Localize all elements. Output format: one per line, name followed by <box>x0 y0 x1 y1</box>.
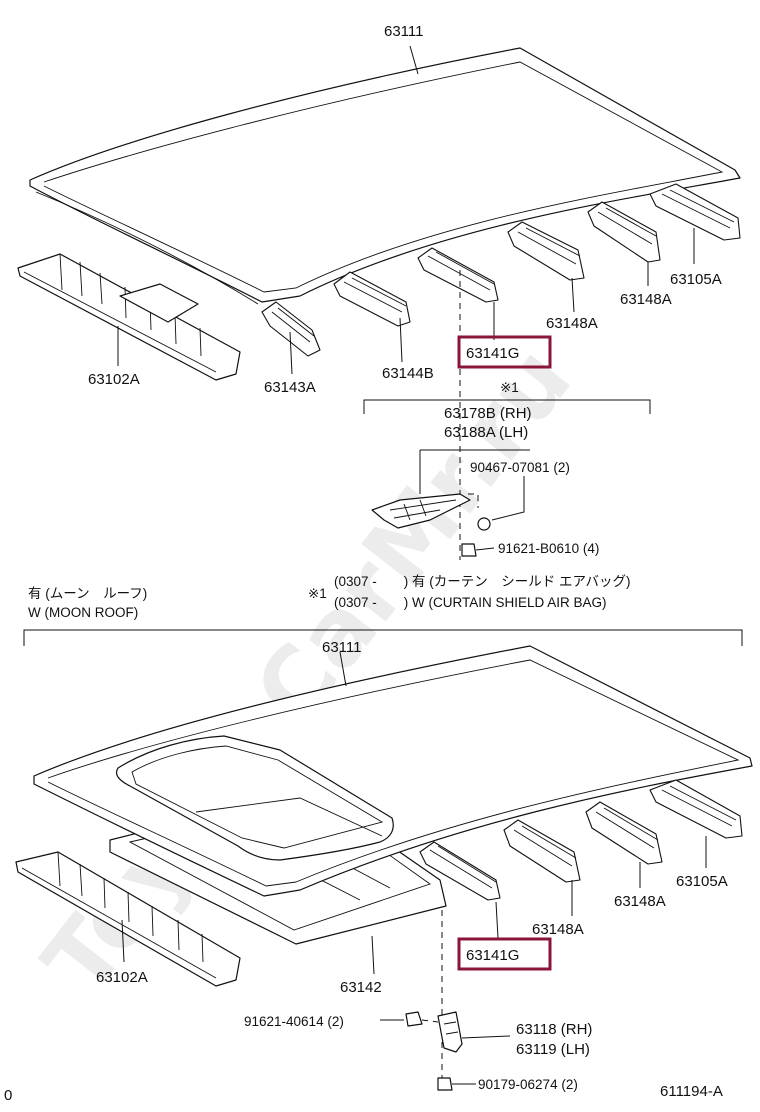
rear-header-63105a[interactable] <box>649 183 741 241</box>
label-highlighted-bow-lower[interactable]: 63141G <box>466 947 519 964</box>
label-rib-4-lower: 63148A <box>532 921 584 938</box>
label-sunroof-frame: 63142 <box>340 979 382 996</box>
label-rib-2-upper: 63144B <box>382 365 434 382</box>
label-rear-header-lower: 63105A <box>676 873 728 890</box>
label-highlighted-bow-upper[interactable]: 63141G <box>466 345 519 362</box>
label-rib-5-upper: 63148A <box>620 291 672 308</box>
front-header-part[interactable] <box>17 253 241 381</box>
label-bracket-lh: 63119 (LH) <box>516 1041 590 1058</box>
bracket-and-fasteners[interactable] <box>405 910 511 1091</box>
label-rear-header-upper: 63105A <box>670 271 722 288</box>
variant-and-footnote: 有 (ムーン ルーフ) W (MOON ROOF) ※1 (0307 - ) 有… <box>23 574 743 646</box>
label-reinforcement-lh: 63188A (LH) <box>444 424 528 441</box>
label-screw-lower: 90179-06274 (2) <box>478 1077 578 1092</box>
label-roof-panel-lower: 63111 <box>322 639 362 656</box>
front-header-part-lower[interactable] <box>15 851 241 987</box>
note-mark-upper: ※1 <box>500 380 519 395</box>
label-rib-1-upper: 63143A <box>264 379 316 396</box>
label-front-header-upper: 63102A <box>88 371 140 388</box>
roof-rib-63144b[interactable] <box>333 271 411 327</box>
roof-rib-63148a-a-lower[interactable] <box>503 819 581 883</box>
label-bracket-rh: 63118 (RH) <box>516 1021 592 1038</box>
label-roof-panel-upper: 63111 <box>384 23 424 40</box>
label-bolt-upper: 90467-07081 (2) <box>470 460 570 475</box>
footnote-line-jp: (0307 - ) 有 (カーテン シールド エアバッグ) <box>334 574 630 589</box>
variant-jp: 有 (ムーン ルーフ) <box>28 586 147 601</box>
label-rib-4-upper: 63148A <box>546 315 598 332</box>
label-reinforcement-rh: 63178B (RH) <box>444 405 532 422</box>
roof-bow-63141g-lower[interactable] <box>419 841 501 901</box>
label-front-header-lower: 63102A <box>96 969 148 986</box>
label-nut-upper: 91621-B0610 (4) <box>498 541 599 556</box>
roof-bow-63141g[interactable] <box>417 247 499 303</box>
variant-en: W (MOON ROOF) <box>28 605 138 620</box>
lower-roof-assembly <box>15 645 753 1091</box>
roof-rib-63148a-a[interactable] <box>507 221 585 281</box>
upper-labels: 63111 63102A 63143A 63144B 63141G 63148A… <box>88 23 722 556</box>
roof-panel-part[interactable] <box>29 47 741 305</box>
highlight-box-lower <box>457 937 552 971</box>
highlight-box-upper <box>457 335 552 369</box>
roof-panel-part-lower[interactable] <box>33 645 753 897</box>
upper-roof-assembly <box>17 45 741 560</box>
reinforcement-detail[interactable] <box>371 449 530 557</box>
footnote-line-en: (0307 - ) W (CURTAIN SHIELD AIR BAG) <box>334 595 607 610</box>
label-rib-5-lower: 63148A <box>614 893 666 910</box>
footnote-mark: ※1 <box>308 586 327 601</box>
corner-mark: 0 <box>4 1087 12 1104</box>
roof-rib-63148a-b[interactable] <box>587 201 661 263</box>
roof-rib-63148a-b-lower[interactable] <box>585 801 663 865</box>
label-bolt-lower: 91621-40614 (2) <box>244 1014 344 1029</box>
roof-rib-63143a[interactable] <box>261 301 321 357</box>
lower-labels: 63111 63102A 63142 63141G 63148A 63148A … <box>96 639 728 1092</box>
rear-header-63105a-lower[interactable] <box>649 779 743 839</box>
diagram-code: 611194-A <box>660 1083 723 1100</box>
